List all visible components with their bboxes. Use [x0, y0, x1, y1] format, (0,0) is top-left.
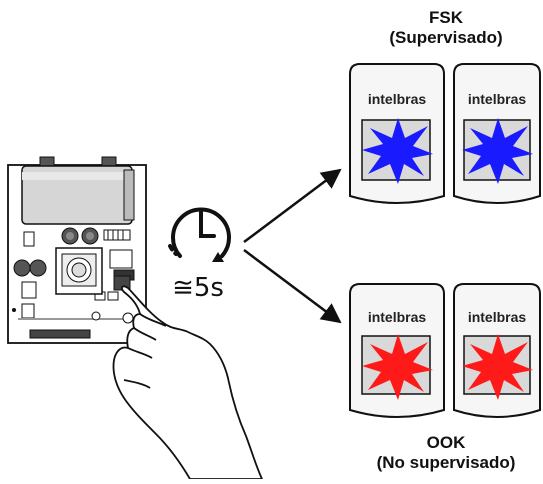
brand-logo: intelbras — [468, 91, 527, 107]
sensor-fsk-1: intelbras — [349, 63, 445, 204]
sensor-ook-2: intelbras — [453, 283, 541, 418]
flash-icon — [362, 118, 433, 184]
sensor-fsk-2: intelbras — [453, 63, 541, 204]
fsk-label: FSK (Supervisado) — [356, 8, 536, 48]
hand-icon — [112, 285, 263, 480]
flash-icon — [362, 334, 433, 400]
sensor-ook-1: intelbras — [349, 283, 445, 418]
brand-logo: intelbras — [368, 309, 427, 325]
clock-icon — [168, 207, 231, 262]
ook-label: OOK (No supervisado) — [356, 433, 536, 473]
fsk-title: FSK — [429, 8, 463, 27]
flash-icon — [462, 334, 533, 400]
ook-title: OOK — [426, 433, 466, 452]
circuit-board — [7, 156, 147, 344]
battery-icon — [21, 156, 135, 225]
flash-icon — [462, 118, 533, 184]
fsk-subtitle: (Supervisado) — [389, 28, 503, 47]
arrow-icon — [243, 168, 342, 324]
ook-subtitle: (No supervisado) — [376, 453, 516, 472]
brand-logo: intelbras — [368, 91, 427, 107]
hold-time-label: ≅5s — [172, 273, 224, 303]
brand-logo: intelbras — [468, 309, 527, 325]
